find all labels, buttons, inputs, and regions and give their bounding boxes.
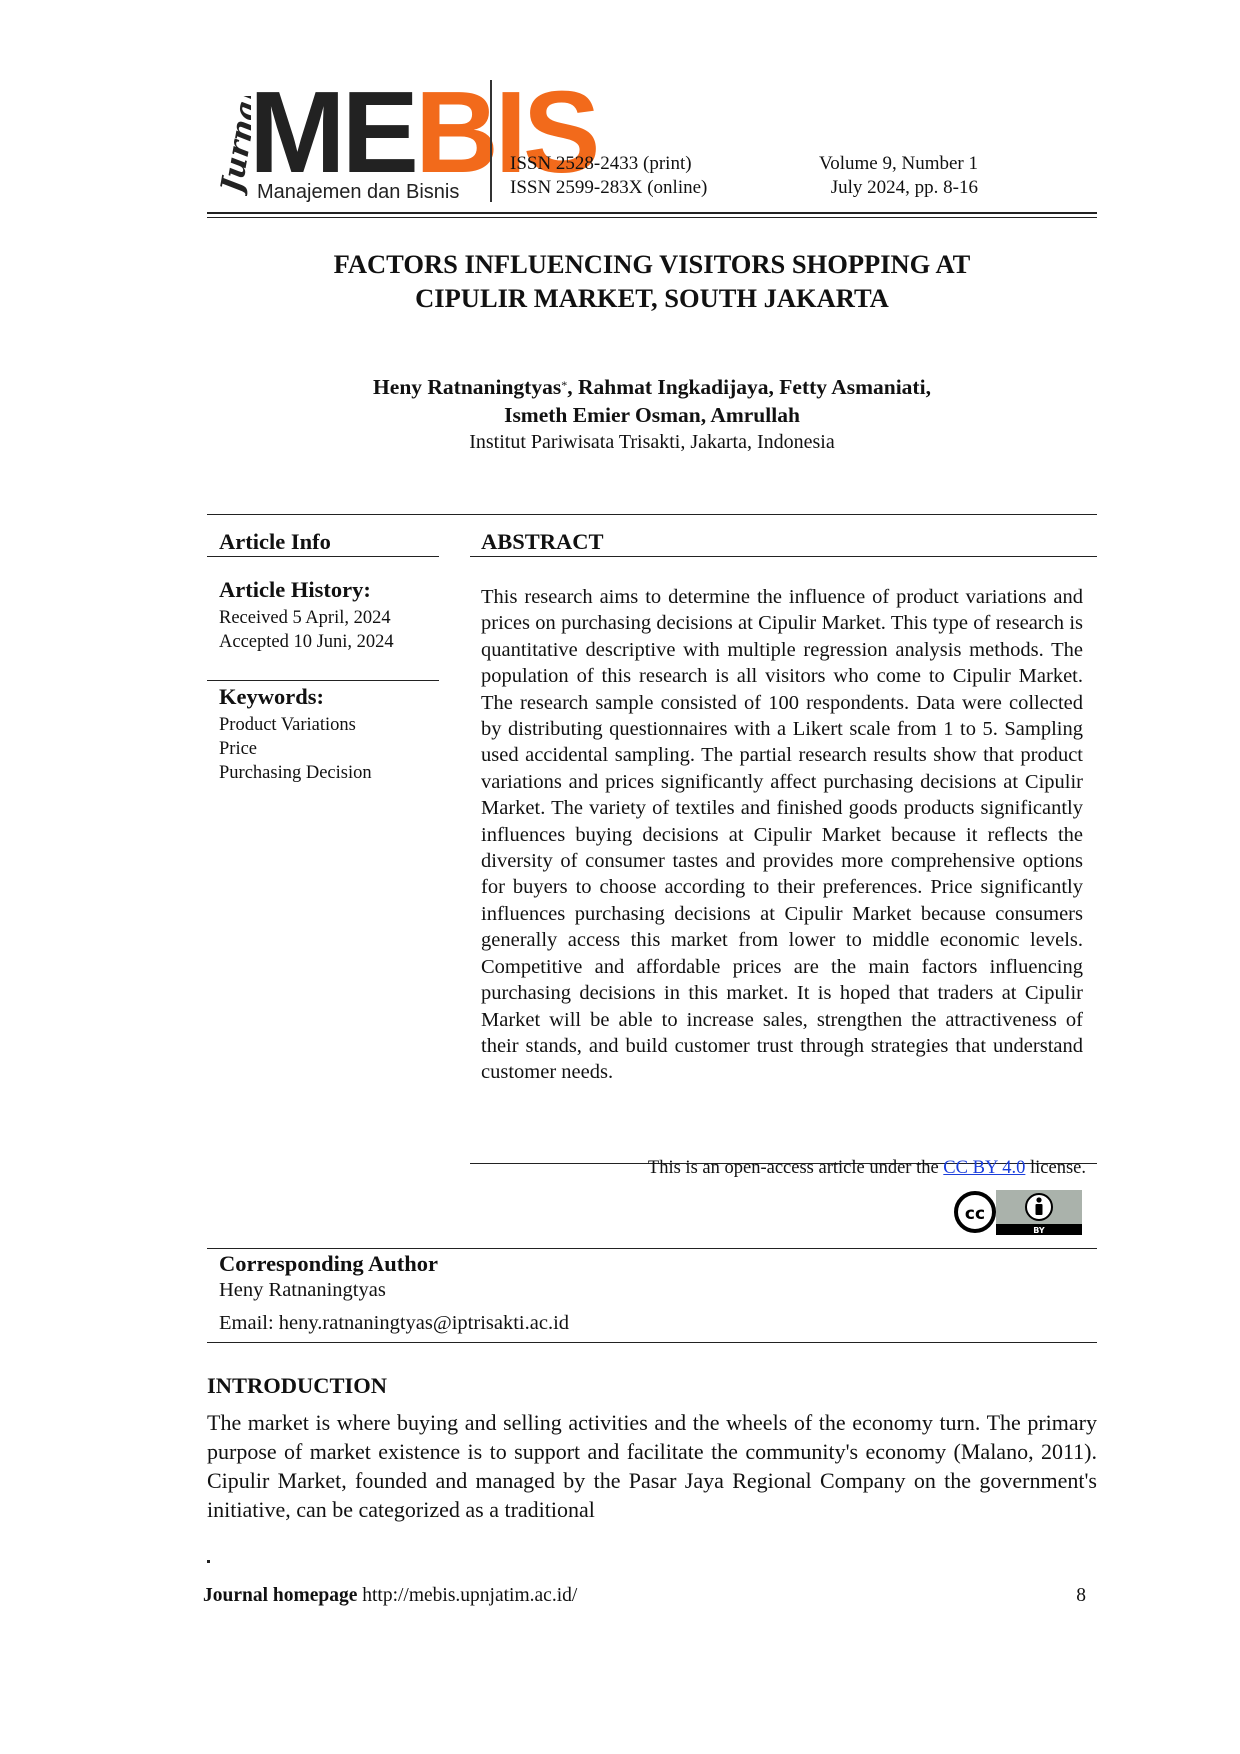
article-info-rule [207,556,439,557]
keyword-item: Product Variations [219,715,356,735]
info-top-rule [207,514,1097,515]
accepted-date: Accepted 10 Juni, 2024 [219,632,394,652]
history-heading: Article History: [219,577,371,602]
keyword-item: Price [219,739,258,759]
authors-line-1: Heny Ratnaningtyas*, Rahmat Ingkadijaya,… [207,373,1097,401]
corresponding-email[interactable]: Email: heny.ratnaningtyas@iptrisakti.ac.… [219,1312,570,1334]
cc-by-link[interactable]: CC BY 4.0 [943,1158,1026,1178]
license-note: This is an open-access article under the… [648,1158,1086,1179]
article-title-line-2: CIPULIR MARKET, SOUTH JAKARTA [415,283,889,313]
issn-print: ISSN 2528-2433 (print) [510,153,692,174]
header-rule [207,212,1097,214]
introduction-body: The market is where buying and selling a… [207,1410,1097,1523]
keywords-heading: Keywords: [219,684,324,709]
corresponding-top-rule [207,1248,1097,1249]
issn-online: ISSN 2599-283X (online) [510,177,708,198]
journal-homepage: Journal homepage http://mebis.upnjatim.a… [203,1585,577,1607]
abstract-heading: ABSTRACT [481,529,604,554]
affiliation: Institut Pariwisata Trisakti, Jakarta, I… [469,431,835,453]
corresponding-bottom-rule [207,1342,1097,1343]
logo-wordmark: MEBIS [249,74,600,190]
logo-subtitle: Manajemen dan Bisnis [257,181,460,203]
corresponding-name: Heny Ratnaningtyas [219,1279,386,1301]
abstract-rule [470,556,1097,557]
license-prefix: This is an open-access article under the [647,1158,944,1178]
header-rule-thin [207,217,1097,218]
by-text: BY [1033,1226,1045,1235]
corresponding-heading: Corresponding Author [219,1251,439,1276]
received-date: Received 5 April, 2024 [219,608,391,628]
cc-by-badge-icon[interactable]: cc BY [953,1190,1082,1235]
journal-logo: Jurnal MEBIS Manajemen dan Bisnis [205,74,601,208]
logo-vertical-text: Jurnal [214,96,251,196]
logo-me: ME [249,67,419,197]
authors-line-2: Ismeth Emier Osman, Amrullah [504,403,800,427]
license-suffix: license. [1025,1158,1086,1178]
volume-number: Volume 9, Number 1 [818,153,978,174]
journal-script-wordmark: Jurnal [214,96,251,196]
introduction-heading: INTRODUCTION [207,1373,388,1398]
footnote-dot [207,1560,210,1563]
logo-bis: BIS [415,67,600,197]
authors-rest: , Rahmat Ingkadijaya, Fetty Asmaniati, [567,375,931,399]
homepage-label: Journal homepage [203,1585,358,1606]
date-pages: July 2024, pp. 8-16 [830,177,978,198]
page-number: 8 [1076,1585,1086,1606]
corresponding-mark: * [561,378,568,392]
abstract-body: This research aims to determine the infl… [481,586,1083,1084]
cc-text: cc [965,1204,985,1224]
keyword-item: Purchasing Decision [219,763,372,783]
article-info-heading: Article Info [219,529,331,554]
article-title-line-1: FACTORS INFLUENCING VISITORS SHOPPING AT [333,249,971,279]
logo-divider [490,80,492,202]
homepage-url[interactable]: http://mebis.upnjatim.ac.id/ [357,1585,578,1606]
keywords-rule [207,680,439,681]
author-first: Heny Ratnaningtyas [373,375,562,399]
abstract-bottom-rule [470,1163,1097,1164]
